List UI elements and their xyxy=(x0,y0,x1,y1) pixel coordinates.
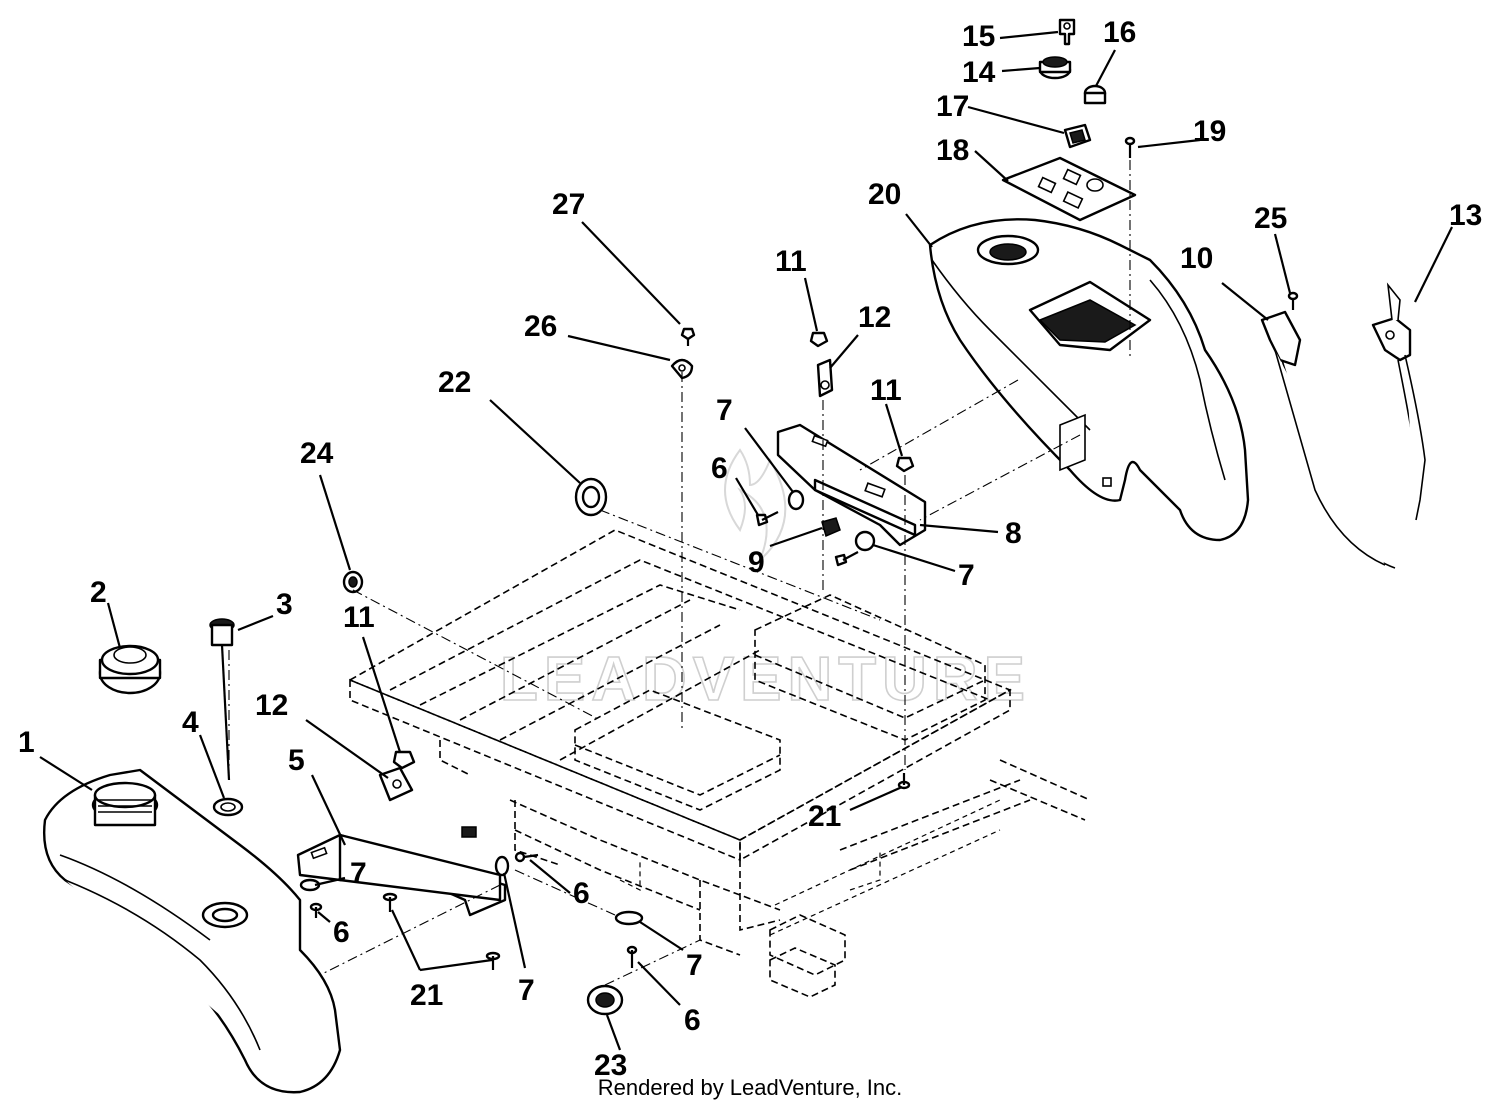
callout-11-c: 11 xyxy=(870,374,902,407)
callout-22: 22 xyxy=(438,366,471,399)
ignition-14[interactable] xyxy=(1038,56,1072,80)
grommet-22[interactable] xyxy=(574,477,608,517)
callout-8: 8 xyxy=(1005,517,1022,550)
control-plate-18[interactable] xyxy=(1001,156,1137,222)
callout-7-a: 7 xyxy=(350,857,367,890)
callout-11-a: 11 xyxy=(343,601,375,634)
bushing-24[interactable] xyxy=(342,570,364,594)
bolts-left[interactable] xyxy=(309,851,539,970)
clip-9[interactable] xyxy=(821,517,841,538)
callout-3: 3 xyxy=(276,588,293,621)
nut-11-left[interactable] xyxy=(392,750,416,770)
tank-bracket-left[interactable] xyxy=(296,826,507,917)
callout-17: 17 xyxy=(936,90,969,123)
callout-12-b: 12 xyxy=(858,301,891,334)
switch-17[interactable] xyxy=(1063,123,1092,149)
grommet-4[interactable] xyxy=(212,797,244,817)
key-15[interactable] xyxy=(1058,18,1076,46)
bracket-12-left[interactable] xyxy=(378,766,414,802)
frame-assembly xyxy=(348,529,1091,998)
callout-14: 14 xyxy=(962,56,996,89)
screw-27[interactable] xyxy=(680,327,696,346)
callout-15: 15 xyxy=(962,20,995,53)
screw-25[interactable] xyxy=(1287,291,1299,310)
callout-23: 23 xyxy=(594,1049,627,1082)
callout-2: 2 xyxy=(90,576,107,609)
choke-lever-13[interactable] xyxy=(1371,282,1426,521)
leader-lines xyxy=(39,30,1453,1051)
callout-6-b: 6 xyxy=(573,877,590,910)
callout-12-a: 12 xyxy=(255,689,288,722)
clamp-26[interactable] xyxy=(670,358,694,380)
callout-6-c: 6 xyxy=(684,1004,701,1037)
switch-16[interactable] xyxy=(1083,84,1107,105)
callout-25: 25 xyxy=(1254,202,1287,235)
callout-27: 27 xyxy=(552,188,585,221)
callout-4: 4 xyxy=(182,706,199,739)
control-console-right[interactable] xyxy=(928,218,1250,542)
screw-19[interactable] xyxy=(1124,136,1136,158)
callout-5: 5 xyxy=(288,744,305,777)
callout-20: 20 xyxy=(868,178,901,211)
callout-21-a: 21 xyxy=(410,979,443,1012)
fuel-tank-left[interactable] xyxy=(43,768,342,1094)
washer-7-right[interactable] xyxy=(787,489,876,552)
callout-labels: 1 2 3 4 5 6 6 6 6 7 7 7 7 7 8 9 10 11 11… xyxy=(18,16,1482,1082)
throttle-cable-10[interactable] xyxy=(1260,310,1396,569)
callout-7-b: 7 xyxy=(518,974,535,1007)
tank-bracket-right[interactable] xyxy=(776,423,927,547)
callout-16: 16 xyxy=(1103,16,1136,49)
dipstick-gauge[interactable] xyxy=(209,618,235,781)
bolts-right[interactable] xyxy=(755,511,911,790)
callout-6-a: 6 xyxy=(333,916,350,949)
callout-9: 9 xyxy=(748,546,765,579)
callout-18: 18 xyxy=(936,134,969,167)
callout-7-e: 7 xyxy=(958,559,975,592)
callout-13: 13 xyxy=(1449,199,1482,232)
callout-26: 26 xyxy=(524,310,557,343)
bracket-12-right[interactable] xyxy=(816,358,834,398)
nut-11-right[interactable] xyxy=(809,331,915,473)
rendered-by-footer: Rendered by LeadVenture, Inc. xyxy=(597,1075,903,1100)
washer-7-bottom[interactable] xyxy=(614,910,644,968)
callout-24: 24 xyxy=(300,437,334,470)
callout-6-d: 6 xyxy=(711,452,728,485)
callout-7-d: 7 xyxy=(716,394,733,427)
fuel-cap[interactable] xyxy=(98,644,162,695)
callout-10: 10 xyxy=(1180,242,1213,275)
watermark-text: LEADVENTURE xyxy=(500,645,1031,714)
assembly-centerlines xyxy=(228,160,1131,986)
callout-1: 1 xyxy=(18,726,35,759)
callout-7-c: 7 xyxy=(686,949,703,982)
grommet-23[interactable] xyxy=(586,984,624,1016)
callout-11-b: 11 xyxy=(775,245,807,278)
callout-21-b: 21 xyxy=(808,800,841,833)
callout-19: 19 xyxy=(1193,115,1226,148)
